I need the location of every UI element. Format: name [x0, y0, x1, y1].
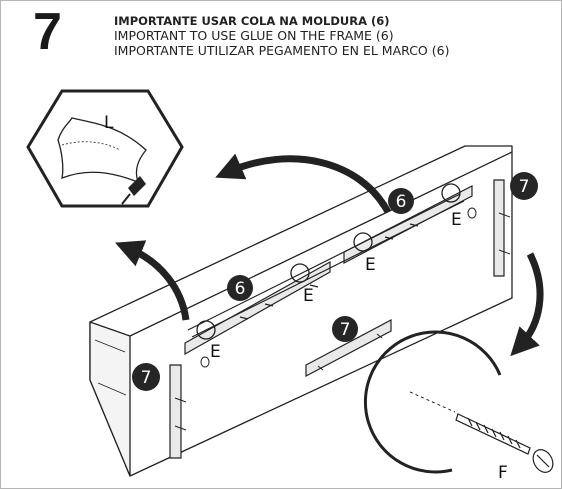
step-number: 7 — [33, 3, 62, 61]
svg-text:7: 7 — [519, 177, 530, 197]
frame-strip-lines — [187, 193, 465, 338]
glue-label: L — [104, 113, 114, 133]
screw-icon — [455, 413, 554, 473]
fitting-label-3: E — [365, 255, 376, 275]
frame-strips — [184, 185, 473, 356]
part-badge-slat-left: 7 — [132, 363, 160, 391]
svg-text:6: 6 — [235, 279, 246, 299]
glue-callout — [26, 89, 184, 208]
slat-left — [169, 364, 182, 459]
instruction-english: IMPORTANT TO USE GLUE ON THE FRAME (6) — [114, 28, 394, 43]
glue-frame-icon — [57, 117, 147, 184]
slat-right — [493, 179, 505, 277]
svg-text:7: 7 — [141, 368, 152, 388]
arrow-to-glue-left — [115, 240, 190, 321]
part-badge-frame-right: 6 — [388, 188, 414, 214]
fitting-markers — [196, 183, 461, 340]
fitting-holes — [200, 207, 477, 368]
glue-bottle-icon — [128, 176, 146, 196]
arrows — [115, 153, 544, 357]
svg-text:6: 6 — [396, 192, 407, 212]
slat-right-holes — [498, 212, 511, 255]
fitting-label-1: E — [210, 342, 221, 362]
slat-center — [305, 319, 392, 377]
screw-callout — [363, 330, 554, 474]
part-badge-slat-center: 7 — [332, 316, 358, 342]
instructions: IMPORTANTE USAR COLA NA MOLDURA (6) IMPO… — [114, 14, 449, 58]
slat-left-holes — [174, 397, 187, 431]
part-badge-frame-center: 6 — [227, 275, 253, 301]
arrow-to-screw — [510, 252, 544, 357]
instruction-portuguese: IMPORTANTE USAR COLA NA MOLDURA (6) — [114, 14, 390, 28]
slat-center-holes — [317, 333, 383, 371]
arrow-to-glue-top — [215, 153, 392, 214]
fitting-label-2: E — [303, 286, 314, 306]
instruction-spanish: IMPORTANTE UTILIZAR PEGAMENTO EN EL MARC… — [114, 43, 450, 58]
svg-text:7: 7 — [340, 320, 351, 340]
screw-label: F — [498, 463, 508, 483]
fitting-label-4: E — [451, 210, 462, 230]
part-badge-slat-right: 7 — [510, 172, 538, 200]
